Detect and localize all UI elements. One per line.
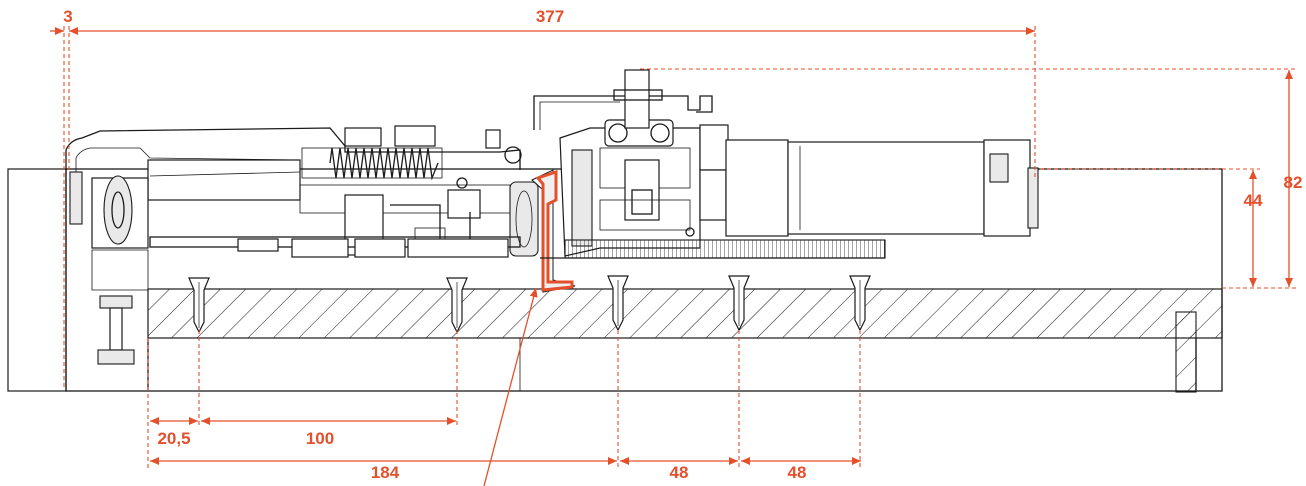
gearbox-wall	[571, 149, 593, 247]
highlighted-bracket-profile	[535, 169, 574, 292]
carriage-block-right	[447, 189, 481, 219]
rail-clip-4	[407, 238, 509, 258]
pivot-pin	[504, 146, 522, 164]
gear-hub	[631, 189, 653, 215]
carriage-foot	[91, 249, 149, 291]
bracket-leader-line	[483, 287, 538, 486]
bumper-top	[99, 295, 133, 309]
tension-spring	[329, 147, 439, 181]
rack-pin	[685, 227, 695, 237]
dim-label-overall-length: 377	[536, 7, 564, 26]
arm-beam-inner	[149, 171, 301, 177]
dimension-annotations: 3 377 82 44 20,5 100 184 48 48	[50, 7, 1302, 486]
bearing-left	[608, 123, 628, 143]
left-frame-block	[7, 168, 67, 392]
arm-beam	[147, 159, 301, 201]
bumper-stem	[109, 307, 123, 351]
rail-clip-2	[291, 238, 349, 258]
dim-label-screw-spacing-3: 48	[788, 463, 807, 482]
output-shaft	[624, 69, 650, 129]
motor-terminal	[989, 153, 1009, 183]
bearing-right	[650, 123, 670, 143]
dim-label-overall-height: 82	[1284, 173, 1303, 192]
spring-anchor-pin	[456, 177, 468, 189]
motor-adapter	[699, 169, 727, 221]
rail-clip-1	[237, 238, 279, 252]
guide-roller	[103, 175, 133, 245]
hatched-lintel-section	[147, 288, 1223, 339]
motor-encoder	[1027, 167, 1039, 229]
top-bracket-arm	[533, 95, 713, 130]
carriage-roller-core	[515, 190, 533, 248]
spring-mount-right	[394, 125, 436, 147]
motor-connector	[699, 124, 729, 171]
drive-unit	[531, 69, 1039, 293]
hook-block	[485, 129, 501, 149]
dim-label-screw-span: 184	[371, 463, 400, 482]
carriage-roller	[509, 181, 539, 257]
spring-mount-left	[344, 127, 382, 147]
top-cover-outline	[65, 127, 521, 170]
dim-label-screw-spacing-1: 100	[306, 429, 334, 448]
motor-body	[787, 141, 985, 235]
dim-label-gap-left: 3	[63, 7, 72, 26]
end-stop-block	[69, 171, 83, 225]
dim-label-profile-height: 44	[1244, 191, 1263, 210]
bumper-base	[97, 349, 135, 365]
fixing-screws	[188, 275, 871, 334]
top-bracket-inner	[539, 101, 620, 130]
arm-mechanism	[65, 125, 539, 365]
dim-label-screw-spacing-2: 48	[670, 463, 689, 482]
cover-inner-line	[75, 147, 301, 175]
motor-front-section	[725, 139, 789, 237]
guide-roller-hub	[111, 191, 125, 229]
gearbox-lower-cavity	[599, 199, 691, 231]
shaft-collar	[613, 89, 663, 101]
right-hatched-post	[1175, 311, 1197, 393]
rail-clip-3	[354, 238, 406, 258]
dim-label-screw-offset: 20,5	[157, 429, 190, 448]
toothed-rack	[564, 239, 886, 259]
